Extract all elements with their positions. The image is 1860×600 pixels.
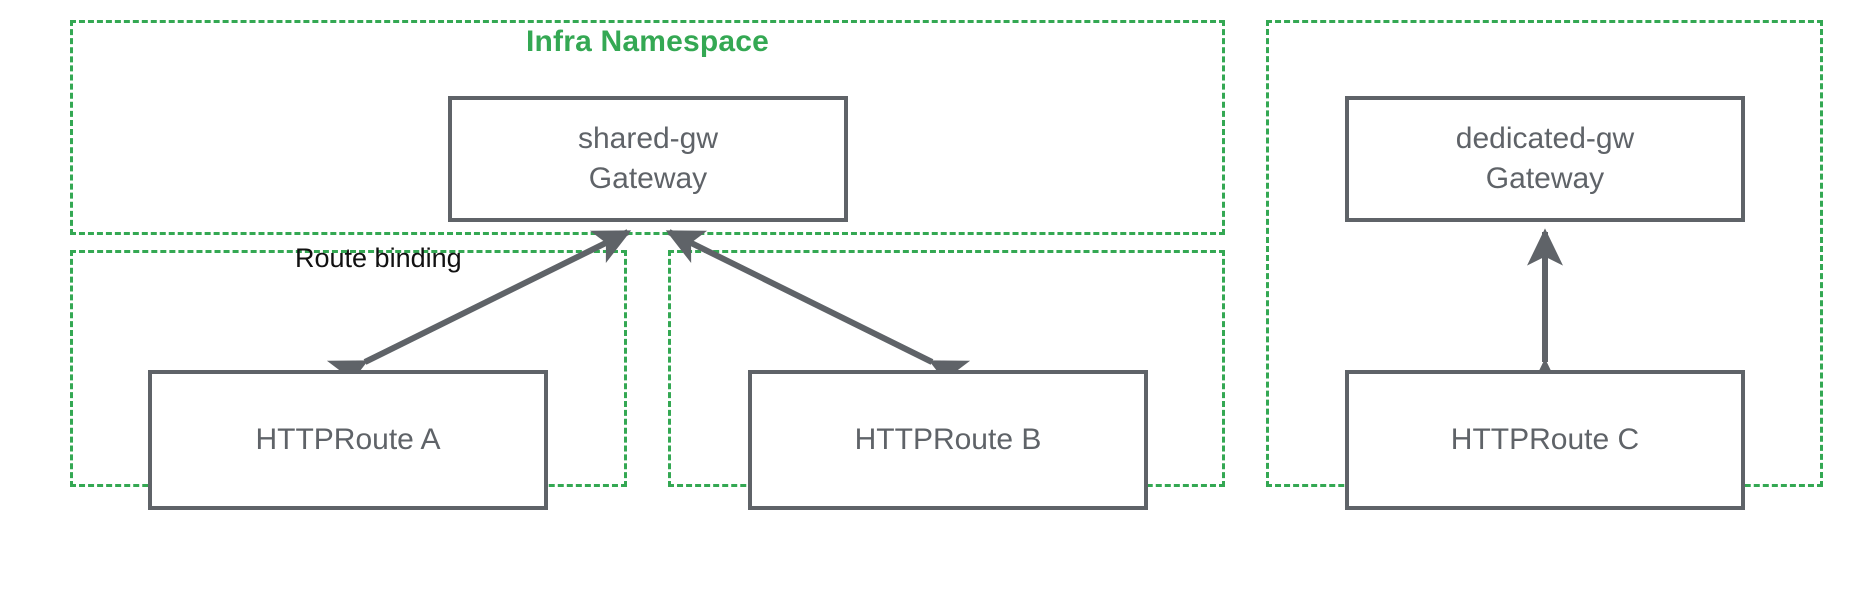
resource-box-httproute-c[interactable]: HTTPRoute C	[1345, 370, 1745, 510]
namespace-container-infra	[70, 20, 1225, 235]
resource-kind-dedicated-gw: Gateway	[1485, 162, 1605, 195]
resource-name-dedicated-gw: dedicated-gw	[1455, 122, 1635, 156]
resource-box-httproute-b[interactable]: HTTPRoute B	[748, 370, 1148, 510]
resource-kind-shared-gw: Gateway	[588, 162, 708, 195]
resource-name-httproute-a: HTTPRoute A	[255, 423, 441, 457]
resource-name-httproute-b: HTTPRoute B	[854, 423, 1042, 457]
resource-name-shared-gw: shared-gw	[577, 122, 719, 156]
edge-label-route-binding: Route binding	[295, 243, 462, 273]
resource-box-dedicated-gw[interactable]: dedicated-gw Gateway	[1345, 96, 1745, 222]
resource-name-httproute-c: HTTPRoute C	[1450, 423, 1640, 457]
resource-box-shared-gw[interactable]: shared-gw Gateway	[448, 96, 848, 222]
namespace-label-infra: Infra Namespace	[525, 25, 770, 58]
resource-box-httproute-a[interactable]: HTTPRoute A	[148, 370, 548, 510]
